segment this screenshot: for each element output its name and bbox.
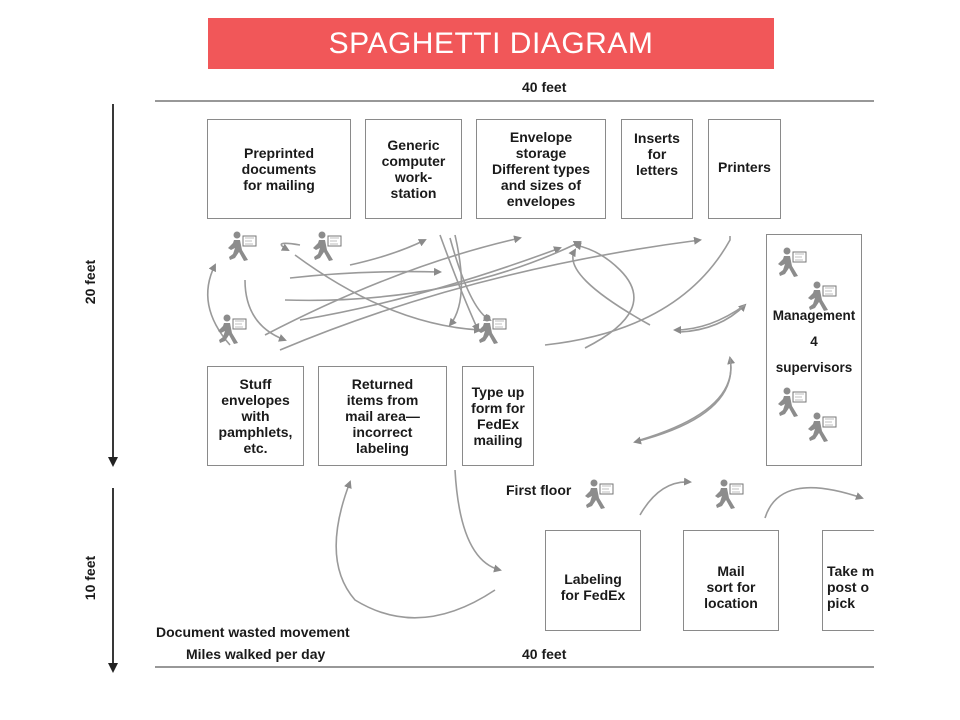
station-10-text: Labeling for FedEx — [560, 570, 626, 603]
note-miles-walked: Miles walked per day — [186, 646, 326, 662]
station-5: 5 Printers — [708, 119, 781, 219]
station-7-number: 7 — [323, 368, 331, 383]
station-1-number: 1 — [212, 121, 220, 136]
station-9: 9 Management 4 supervisors — [766, 234, 862, 466]
station-11-text: Mail sort for location — [704, 562, 758, 611]
station-3-text: Envelope storage Different types and siz… — [491, 129, 591, 209]
station-3: 3 Envelope storage Different types and s… — [476, 119, 606, 219]
station-2-number: 2 — [370, 121, 378, 136]
station-5-text: Printers — [718, 159, 771, 175]
station-8-text: Type up form for FedEx mailing — [471, 384, 525, 448]
station-8: 8 Type up form for FedEx mailing — [462, 366, 534, 466]
station-4-text: Inserts for letters — [634, 130, 680, 178]
station-12-text: Take m post o pick — [827, 562, 874, 611]
station-5-number: 5 — [713, 121, 721, 136]
station-12: 12 Take m post o pick — [822, 530, 874, 631]
station-8-number: 8 — [467, 368, 475, 383]
station-3-number: 3 — [481, 121, 489, 136]
first-floor-label: First floor — [506, 482, 572, 498]
station-1-text: Preprinted documents for mailing — [241, 145, 317, 193]
page-title: SPAGHETTI DIAGRAM — [328, 26, 654, 60]
bottom-width-label: 40 feet — [522, 646, 567, 662]
station-9-text: Management 4 supervisors — [772, 308, 856, 375]
station-7-text: Returned items from mail area— incorrect… — [345, 376, 420, 456]
station-2: 2 Generic computer work- station — [365, 119, 462, 219]
station-11-number: 11 — [688, 532, 702, 547]
station-6-text: Stuff envelopes with pamphlets, etc. — [218, 376, 293, 456]
station-6: 6 Stuff envelopes with pamphlets, etc. — [207, 366, 304, 466]
station-7: 7 Returned items from mail area— incorre… — [318, 366, 447, 466]
station-4: 4 Inserts for letters — [621, 119, 693, 219]
movement-arrows — [207, 234, 864, 619]
title-banner: SPAGHETTI DIAGRAM — [208, 18, 774, 69]
note-wasted-movement: Document wasted movement — [156, 624, 350, 640]
station-9-number: 9 — [771, 236, 779, 251]
station-6-number: 6 — [212, 368, 220, 383]
station-10-number: 10 — [550, 532, 565, 547]
top-width-label: 40 feet — [522, 79, 567, 95]
station-12-number: 12 — [827, 532, 842, 547]
dimension-lines — [108, 100, 874, 673]
station-1: 1 Preprinted documents for mailing — [207, 119, 351, 219]
station-10: 10 Labeling for FedEx — [545, 530, 641, 631]
stations-area: 1 Preprinted documents for mailing 2 Gen… — [207, 119, 874, 631]
station-2-text: Generic computer work- station — [381, 137, 446, 201]
station-11: 11 Mail sort for location — [683, 530, 779, 631]
station-4-number: 4 — [626, 121, 634, 136]
